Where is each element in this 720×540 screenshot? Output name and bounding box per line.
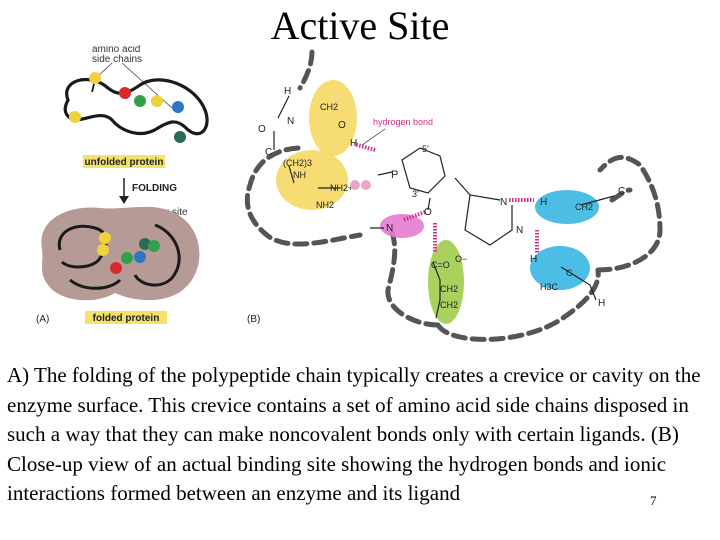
slide-caption: A) The folding of the polypeptide chain … [7,363,701,505]
atom-nh2-plus: NH2+ [330,183,353,193]
folded-protein-label: folded protein [93,313,160,324]
atom-n: N [287,116,294,127]
atom-n-4: N [516,225,523,236]
atom-c: C [265,147,272,158]
side-chain-red-2 [110,262,122,274]
positive-charge-1 [350,180,360,190]
atom-nh: NH [293,170,306,180]
atom-nh2: NH2 [316,200,334,210]
side-chain-yellow-1 [89,72,101,84]
panel-a-label: (A) [36,314,49,325]
atom-h-4: H [530,254,537,265]
side-chain-blue-2 [134,251,146,263]
atom-h-3: H [540,197,547,208]
leader-line-hydrogen-bond [361,128,386,146]
slide-title: Active Site [270,3,450,48]
atom-o: O [258,124,266,135]
atom-o-3: O [424,207,432,218]
atom-p: P [391,169,398,181]
active-site-figure: amino acid side chains unfolded protein … [36,45,663,342]
atom-ch2-chain: (CH2)3 [283,158,312,168]
atom-ch2-3: CH2 [440,300,458,310]
atom-h-2: H [350,138,357,149]
slide-number: 7 [649,493,658,509]
atom-n-2: N [386,223,393,234]
atom-h-5: H [598,298,605,309]
side-chain-green-2 [121,252,133,264]
atom-h: H [284,86,291,97]
unfolded-protein-box [83,155,165,168]
hydrogen-bond-1 [353,142,376,152]
leader-line-side-chains-2 [121,62,173,109]
label-three-prime: 3' [412,189,419,199]
side-chain-red-1 [119,87,131,99]
unfolded-chain [63,77,209,136]
folded-protein-box [85,311,167,324]
atom-h3c: H3C [540,282,559,292]
atom-ch2-1: CH2 [320,102,338,112]
side-chain-yellow-5 [97,244,109,256]
molecular-bonds [273,95,615,319]
side-chains-label-2: side chains [92,54,142,65]
folded-protein-shape [41,206,200,301]
atom-o-2: O [338,120,346,131]
pink-side-chain-group [380,214,424,238]
panel-b-label: (B) [247,314,260,325]
hydrogen-bond-2 [402,210,426,222]
hydrogen-bond-label: hydrogen bond [373,117,433,127]
enzyme-backbone [244,49,663,342]
side-chain-teal-1 [174,131,186,143]
atom-n-3: N [500,197,507,208]
yellow-side-chain-group-2 [276,150,348,210]
side-chain-blue-1 [172,101,184,113]
atom-c-eq-o: C=O [431,260,450,270]
yellow-side-chain-group-1 [309,80,357,156]
unfolded-protein-label: unfolded protein [85,157,164,168]
folding-arrowhead [119,196,129,204]
panel-b: (B) hydrogen bond H N O C CH2 O H (CH2)3… [244,49,663,342]
folding-label: FOLDING [132,183,177,194]
atom-ch2-4: CH2 [575,202,593,212]
panel-a: amino acid side chains unfolded protein … [36,45,209,325]
side-chain-yellow-3 [69,111,81,123]
atom-ch: C [566,268,573,278]
negative-charge-1 [361,180,371,190]
side-chain-teal-2 [139,238,151,250]
side-chain-green-3 [148,240,160,252]
cyan-side-chain-group-2 [530,246,590,290]
side-chain-yellow-2 [151,95,163,107]
green-side-chain-group [428,240,464,324]
atom-c-2: C [618,186,625,197]
atom-o-minus: O− [455,254,467,264]
cyan-side-chain-group-1 [535,190,599,224]
side-chain-green-1 [134,95,146,107]
label-five-prime: 5' [422,144,429,154]
atom-ch2-2: CH2 [440,284,458,294]
leader-line-side-chains [97,62,113,77]
side-chain-yellow-4 [99,232,111,244]
side-chains-label-1: amino acid [92,45,140,55]
